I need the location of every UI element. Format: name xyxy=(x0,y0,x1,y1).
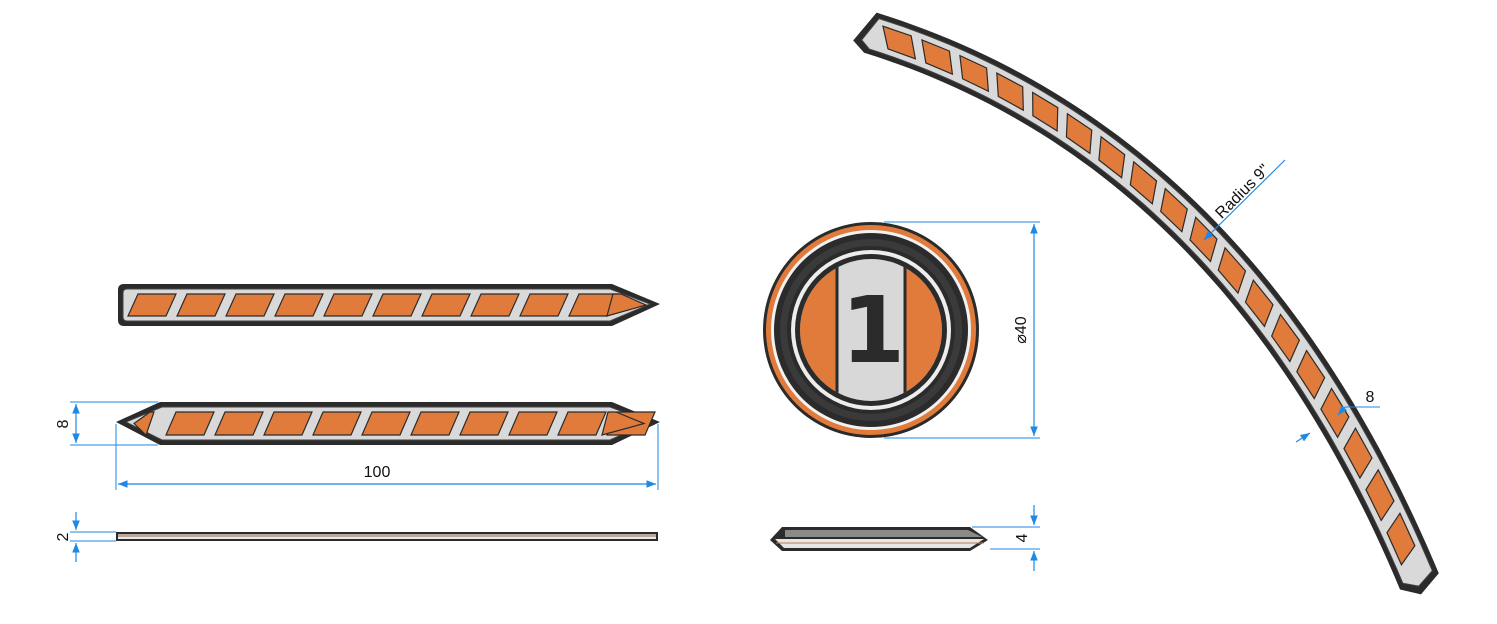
curve-chevron xyxy=(1244,279,1274,328)
dimension-coin-thickness: 4 xyxy=(972,505,1040,571)
chevron xyxy=(470,293,520,317)
dimension-coin-diameter: ⌀40 xyxy=(884,221,1040,439)
chevron xyxy=(225,293,275,317)
dimension-curve-radius: Radius 9" xyxy=(1203,159,1286,241)
chevron xyxy=(312,411,362,436)
curve-chevron xyxy=(1160,187,1188,233)
coin-diameter-label: ⌀40 xyxy=(1013,316,1030,344)
chevron xyxy=(361,411,411,436)
dimension-strip-thickness: 2 xyxy=(55,512,116,562)
chevron xyxy=(421,293,471,317)
strip-side-view xyxy=(116,532,658,541)
curve-chevron xyxy=(1296,349,1326,400)
chevron-end xyxy=(601,411,646,436)
curve-width-label: 8 xyxy=(1366,389,1375,406)
curve-radius-label: Radius 9" xyxy=(1212,161,1273,222)
curve-chevron xyxy=(1217,246,1247,295)
curve-chevron xyxy=(1032,91,1059,132)
coin-front-view: 1 xyxy=(763,222,979,438)
curve-chevron xyxy=(1270,313,1301,363)
coin-side-view xyxy=(770,527,988,551)
chevron xyxy=(557,411,607,436)
strip-front-view-chevrons xyxy=(133,411,656,437)
chevron xyxy=(323,293,373,317)
curve-chevron xyxy=(1098,135,1126,179)
dimension-strip-height: 8 xyxy=(55,401,158,446)
chevron xyxy=(214,411,264,436)
chevron xyxy=(508,411,558,436)
chevron-end xyxy=(606,293,648,317)
curve-chevron xyxy=(1320,387,1350,439)
chevron xyxy=(176,293,226,317)
chevron xyxy=(519,293,569,317)
curve-chevron xyxy=(1343,427,1373,480)
curve-chevron xyxy=(1065,112,1093,155)
chevron xyxy=(459,411,509,436)
curved-strip-chevrons xyxy=(882,25,1416,566)
curve-chevron xyxy=(996,72,1024,112)
curve-chevron xyxy=(1386,512,1416,566)
curve-chevron xyxy=(1365,468,1395,522)
chevron xyxy=(372,293,422,317)
chevron xyxy=(127,293,177,317)
chevron xyxy=(274,293,324,317)
chevron-start xyxy=(133,411,155,437)
chevron xyxy=(165,411,215,436)
coin-thickness-label: 4 xyxy=(1014,533,1031,542)
chevron xyxy=(410,411,460,436)
strip-length-label: 100 xyxy=(364,464,391,481)
curve-chevron xyxy=(959,54,990,93)
strip-thickness-label: 2 xyxy=(55,532,72,541)
strip-front-view xyxy=(116,402,660,445)
coin-number-label: 1 xyxy=(841,277,905,384)
curved-strip xyxy=(853,12,1439,595)
strip-height-label: 8 xyxy=(55,419,72,428)
strip-top-view xyxy=(118,284,660,326)
dimension-strip-length: 100 xyxy=(115,424,659,490)
curve-chevron xyxy=(1189,216,1218,263)
curve-chevron xyxy=(882,25,917,60)
strip-top-view-chevrons xyxy=(127,293,648,317)
curve-chevron xyxy=(1129,160,1158,205)
curve-chevron xyxy=(921,38,954,76)
chevron xyxy=(263,411,313,436)
dimension-curve-width: 8 xyxy=(1295,389,1380,443)
